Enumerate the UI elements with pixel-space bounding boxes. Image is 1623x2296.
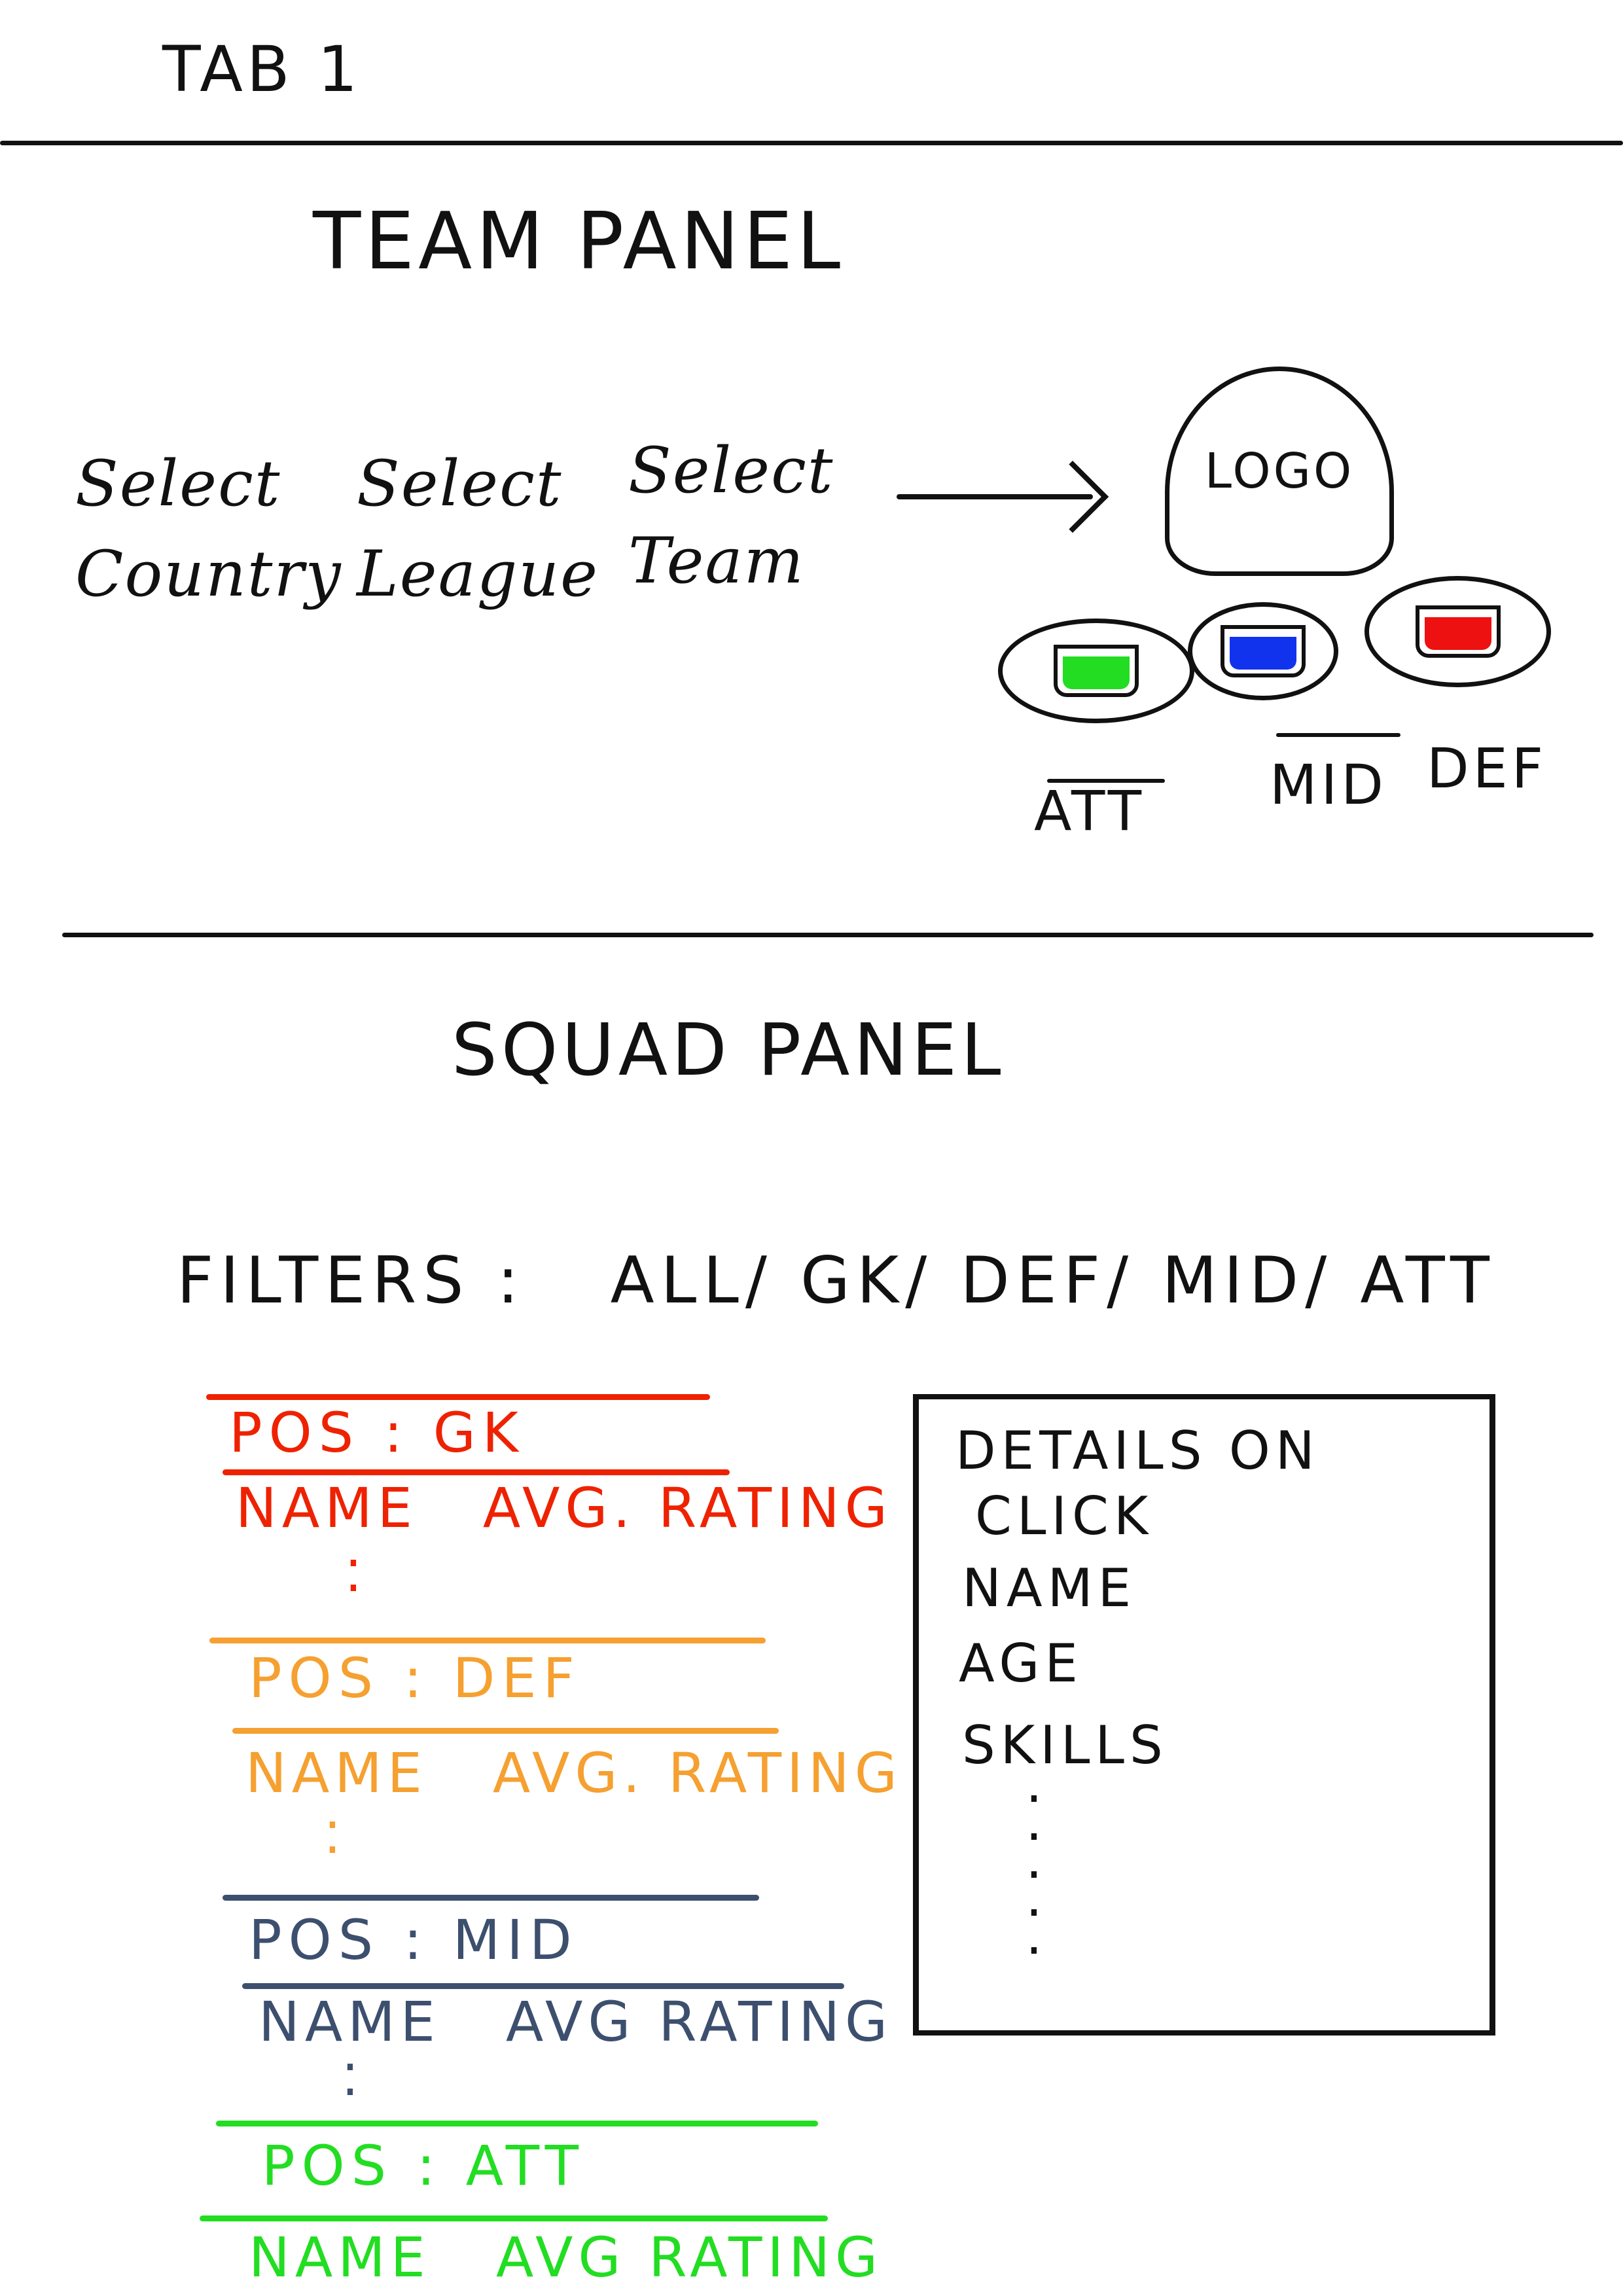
att-rating-icon	[998, 619, 1194, 723]
select-country-label-1: Select	[75, 447, 281, 520]
gk-group-mid-rule	[223, 1469, 730, 1475]
arrow-right-icon	[897, 458, 1113, 537]
tab-1[interactable]: TAB 1	[162, 33, 362, 106]
squad-panel-title: SQUAD PANEL	[452, 1008, 1005, 1092]
mid-group-top-rule	[223, 1895, 759, 1901]
att-rating-col: AVG RATING	[495, 2225, 883, 2289]
mid-overline	[1276, 733, 1400, 737]
def-rating-col: AVG. RATING	[492, 1741, 902, 1805]
select-team-dropdown[interactable]: Select Team	[628, 425, 834, 606]
def-more-indicator: ··	[324, 1795, 341, 1880]
att-group-mid-rule	[200, 2215, 828, 2221]
gk-name-col: NAME	[236, 1476, 418, 1540]
select-team-label-2: Team	[628, 524, 805, 598]
select-league-label-2: League	[357, 537, 599, 611]
mid-more-indicator: ··	[342, 2037, 359, 2123]
att-overline	[1047, 779, 1165, 783]
att-name-col: NAME	[249, 2225, 431, 2289]
details-field-name: NAME	[962, 1558, 1137, 1619]
gk-group-header[interactable]: POS : GK	[229, 1401, 525, 1465]
mid-label: MID	[1270, 753, 1387, 817]
logo-label: LOGO	[1204, 443, 1355, 499]
team-panel-title: TEAM PANEL	[313, 196, 845, 287]
gk-more-indicator: ··	[345, 1533, 362, 1619]
select-league-dropdown[interactable]: Select League	[357, 439, 599, 619]
details-field-age: AGE	[959, 1633, 1083, 1694]
panel-divider	[62, 933, 1594, 937]
att-label: ATT	[1034, 779, 1146, 843]
details-field-skills: SKILLS	[962, 1715, 1168, 1776]
def-rating-icon	[1364, 576, 1551, 687]
details-heading-1: DETAILS ON	[955, 1420, 1320, 1481]
mid-group-columns: NAME AVG RATING	[259, 1990, 893, 2054]
mid-rating-fill	[1230, 637, 1296, 670]
def-rating-fill	[1424, 617, 1491, 650]
def-group-header[interactable]: POS : DEF	[249, 1646, 581, 1710]
att-group-top-rule	[216, 2121, 818, 2126]
details-heading-2: CLICK	[975, 1486, 1154, 1547]
player-details-panel	[913, 1394, 1495, 2036]
gk-group-columns: NAME AVG. RATING	[236, 1476, 893, 1540]
mid-rating-icon	[1188, 602, 1338, 700]
def-label: DEF	[1427, 736, 1548, 800]
gk-rating-col: AVG. RATING	[482, 1476, 893, 1540]
select-country-label-2: Country	[75, 537, 342, 611]
mid-rating-col: AVG RATING	[505, 1990, 893, 2054]
select-country-dropdown[interactable]: Select Country	[75, 439, 342, 619]
select-league-label-1: Select	[357, 447, 563, 520]
def-group-mid-rule	[232, 1728, 779, 1734]
filters-options[interactable]: ALL/ GK/ DEF/ MID/ ATT	[610, 1244, 1496, 1318]
def-group-columns: NAME AVG. RATING	[245, 1741, 902, 1805]
att-group-header[interactable]: POS : ATT	[262, 2134, 585, 2198]
details-more-indicator: ·····	[1026, 1768, 1043, 1981]
def-group-top-rule	[209, 1638, 766, 1643]
team-logo: LOGO	[1165, 367, 1394, 576]
select-team-label-1: Select	[628, 434, 834, 507]
mid-group-header[interactable]: POS : MID	[249, 1908, 579, 1972]
tab-divider	[0, 141, 1623, 145]
mid-group-mid-rule	[242, 1983, 844, 1989]
filters-bar: FILTERS : ALL/ GK/ DEF/ MID/ ATT	[177, 1244, 1496, 1318]
filters-label: FILTERS :	[177, 1244, 526, 1318]
def-name-col: NAME	[245, 1741, 427, 1805]
gk-group-top-rule	[206, 1394, 710, 1400]
att-group-columns: NAME AVG RATING	[249, 2225, 883, 2289]
mid-name-col: NAME	[259, 1990, 440, 2054]
att-rating-fill	[1063, 656, 1130, 689]
